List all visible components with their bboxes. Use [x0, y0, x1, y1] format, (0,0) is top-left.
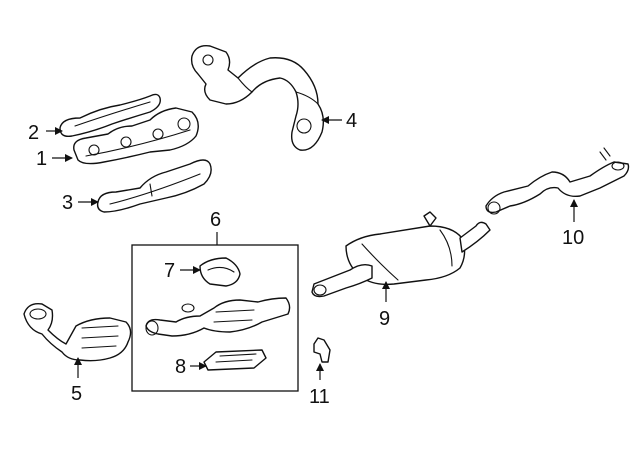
converter-heat-shield: [203, 349, 267, 371]
muffler: [311, 211, 491, 298]
callout-6: 6: [210, 209, 221, 231]
tail-pipe: [485, 147, 630, 215]
upper-heat-shield: [59, 93, 161, 138]
callout-4: 4: [346, 110, 357, 132]
converter-group-box: [131, 244, 299, 392]
front-pipe: [190, 45, 325, 151]
callout-10: 10: [562, 227, 584, 249]
callout-3: 3: [62, 192, 73, 214]
callout-11: 11: [309, 386, 330, 408]
callout-1: 1: [36, 148, 47, 170]
callout-2: 2: [28, 122, 39, 144]
left-converter-assembly: [23, 303, 132, 362]
callout-5: 5: [71, 383, 82, 405]
converter-shield: [199, 257, 241, 287]
callout-7: 7: [164, 260, 175, 282]
exhaust-manifold: [73, 107, 199, 165]
callout-9: 9: [379, 308, 390, 330]
catalytic-converter: [145, 297, 291, 337]
callout-8: 8: [175, 356, 186, 378]
hanger-bracket: [313, 337, 331, 363]
lower-heat-shield: [96, 159, 212, 213]
